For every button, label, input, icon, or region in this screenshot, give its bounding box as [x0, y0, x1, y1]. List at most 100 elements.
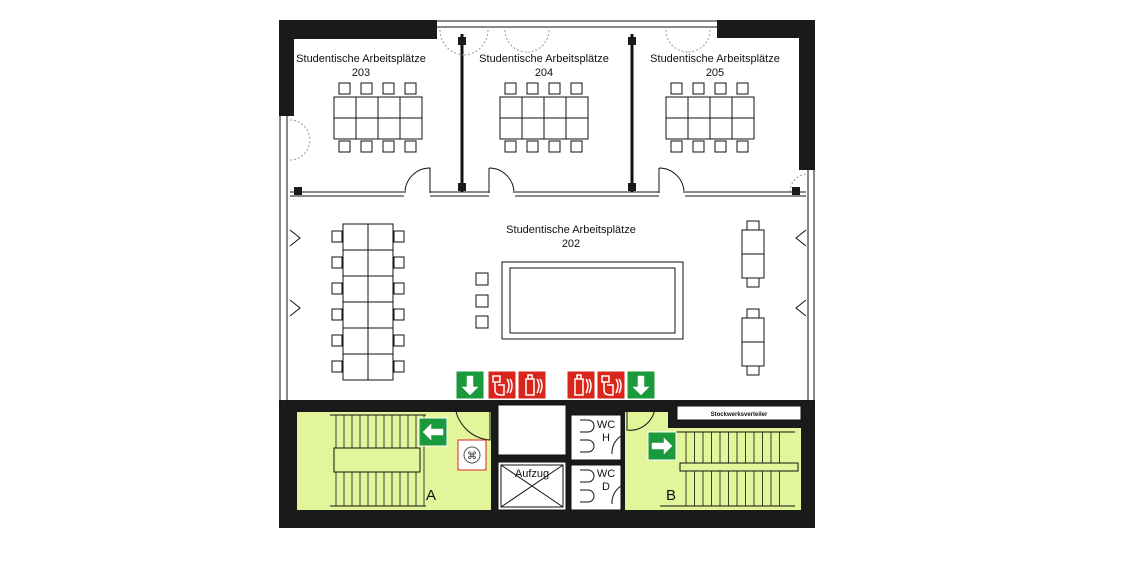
chair: [404, 140, 417, 153]
table: [342, 327, 369, 355]
svg-text:⌘: ⌘: [467, 451, 477, 462]
stair-b-landing: [625, 412, 668, 510]
chair: [526, 82, 539, 95]
exit-left-sign: [418, 417, 448, 447]
table: [367, 249, 394, 277]
chair: [331, 282, 343, 295]
table: [687, 117, 711, 140]
table: [731, 96, 755, 119]
table: [377, 96, 401, 119]
chair: [393, 282, 405, 295]
chair: [746, 308, 760, 319]
fire-extinguisher-icon: [525, 374, 543, 396]
table: [367, 275, 394, 303]
chair: [331, 256, 343, 269]
chair: [331, 308, 343, 321]
table: [367, 301, 394, 329]
table: [521, 96, 545, 119]
fire-extinguisher-icon: [574, 374, 592, 396]
table: [355, 96, 379, 119]
chair: [746, 220, 760, 231]
table: [367, 353, 394, 381]
table: [565, 117, 589, 140]
table: [342, 223, 369, 251]
table: [731, 117, 755, 140]
table: [741, 253, 765, 279]
elevator-label: Aufzug: [515, 468, 549, 480]
table: [367, 327, 394, 355]
chair: [475, 315, 489, 329]
emergency-exit-down-icon: [461, 375, 479, 396]
chair: [746, 277, 760, 288]
central-table-inner: [509, 267, 676, 334]
room-204-name: Studentische Arbeitsplätze: [479, 53, 609, 65]
chair: [714, 82, 727, 95]
table: [342, 353, 369, 381]
chair: [504, 82, 517, 95]
exit-left-icon: [422, 423, 444, 441]
table: [741, 229, 765, 255]
room-205-number: 205: [706, 67, 724, 79]
chair: [331, 360, 343, 373]
wc-women-letter: D: [602, 481, 610, 493]
furniture: [331, 82, 765, 381]
table: [499, 117, 523, 140]
room-203-name: Studentische Arbeitsplätze: [296, 53, 426, 65]
wc-women-label: WC: [597, 468, 615, 480]
wc-women: [570, 464, 622, 511]
room-204-number: 204: [535, 67, 553, 79]
table: [333, 117, 357, 140]
chair: [338, 82, 351, 95]
chair: [692, 82, 705, 95]
fire-alarm-icon: [492, 375, 513, 396]
emergency-exit-down-sign: [455, 370, 485, 400]
columns: [294, 37, 800, 195]
table: [741, 317, 765, 343]
table: [355, 117, 379, 140]
chair: [736, 82, 749, 95]
distribution-room: [676, 405, 802, 421]
chair: [331, 334, 343, 347]
assembly-icon-sign: ⌘: [457, 439, 487, 471]
table: [687, 96, 711, 119]
chair: [692, 140, 705, 153]
table: [399, 117, 423, 140]
chair: [393, 256, 405, 269]
emergency-exit-down-icon: [632, 375, 650, 396]
table: [709, 96, 733, 119]
chair: [393, 334, 405, 347]
chair: [382, 82, 395, 95]
table: [565, 96, 589, 119]
chair: [475, 294, 489, 308]
distribution-label: Stockwerksverteiler: [711, 412, 768, 418]
stair-b-well: [679, 462, 799, 472]
fire-alarm-icon: [601, 375, 622, 396]
shaft: [497, 404, 567, 456]
table: [377, 117, 401, 140]
fire-alarm-sign: [487, 370, 517, 400]
chair: [548, 140, 561, 153]
table: [342, 301, 369, 329]
table: [399, 96, 423, 119]
table: [665, 117, 689, 140]
stair-a-label: A: [426, 487, 436, 504]
chair: [360, 140, 373, 153]
table: [543, 117, 567, 140]
chair: [570, 140, 583, 153]
table: [709, 117, 733, 140]
table: [665, 96, 689, 119]
chair: [360, 82, 373, 95]
table: [521, 117, 545, 140]
chair: [393, 230, 405, 243]
chair: [338, 140, 351, 153]
fire-alarm-sign: [596, 370, 626, 400]
room-203-number: 203: [352, 67, 370, 79]
fire-extinguisher-sign: [517, 370, 547, 400]
chair: [331, 230, 343, 243]
exit-right-sign: [647, 431, 677, 461]
chair: [670, 140, 683, 153]
fire-extinguisher-sign: [566, 370, 596, 400]
chair: [475, 272, 489, 286]
chair: [670, 82, 683, 95]
chair: [404, 82, 417, 95]
